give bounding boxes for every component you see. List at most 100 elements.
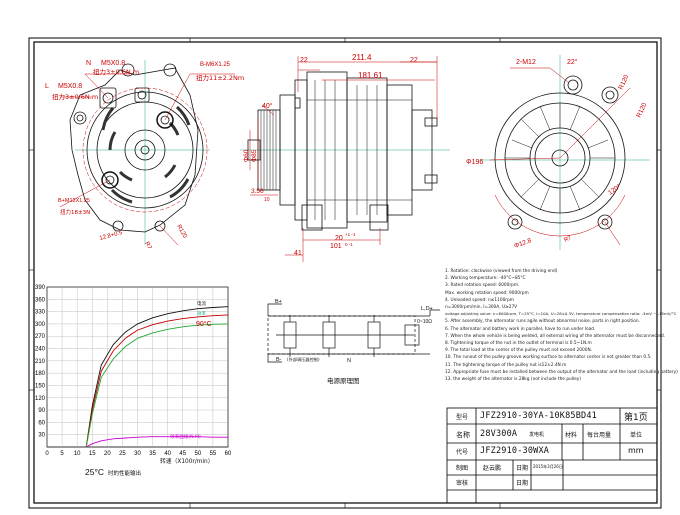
note-3: 3. Rated rotation speed: 6000rpm. bbox=[445, 283, 520, 289]
circuit-l-dplus: L,D+ bbox=[421, 306, 433, 312]
rear-angle: 22° bbox=[567, 58, 578, 66]
chart-x-label: 转速（X100r/min） bbox=[160, 457, 214, 465]
tb-unit: mm bbox=[628, 446, 644, 455]
note-11: 11. The tightening torque of the pulley … bbox=[445, 362, 567, 368]
l-label: L bbox=[45, 83, 49, 90]
rear-r-dim2: R120 bbox=[635, 101, 648, 118]
n-torque: 扭力3±0.6N.m bbox=[93, 67, 139, 76]
tb-label-drawn: 制图 bbox=[456, 465, 469, 472]
chart-x-tick: 40 bbox=[164, 451, 171, 457]
side-dim-41: 41 bbox=[294, 250, 302, 257]
note-2: 2. Working temperature: -40°C~85°C bbox=[445, 276, 526, 282]
tb-label-name: 名称 bbox=[456, 431, 470, 439]
chart-y-tick: 60 bbox=[38, 420, 45, 426]
side-dim-body: 181.61 bbox=[358, 71, 383, 80]
tb-label-unit: 单位 bbox=[630, 432, 643, 439]
circuit-resistor: 0~10Ω bbox=[417, 319, 432, 325]
tb-model: JFZ2910-30YA-10K85BD41 bbox=[480, 411, 597, 421]
front-hole-dim: 12.8+0.5 bbox=[99, 230, 124, 242]
chart-series bbox=[85, 306, 229, 448]
b-minus-thread: B-M6X1.25 bbox=[200, 62, 231, 68]
side-dim-101-tol: 0 -1 bbox=[345, 242, 353, 247]
tb-label-date: 日期 bbox=[516, 465, 529, 472]
chart-legend-current: 电流 bbox=[197, 300, 206, 307]
chart-x-tick: 60 bbox=[225, 451, 232, 457]
note-1: 1. Rotation: clockwise (viewed from the … bbox=[445, 269, 558, 274]
circuit-b-plus: B+ bbox=[275, 299, 282, 305]
circuit-n: N bbox=[347, 358, 351, 364]
chart-x-tick: 35 bbox=[149, 451, 156, 457]
b-plus-torque: 扭力18±3N bbox=[60, 208, 90, 216]
chart-y-tick: 390 bbox=[35, 285, 46, 291]
tb-date: 2015年3月26日 bbox=[533, 464, 563, 469]
rear-thread: 2-M12 bbox=[516, 59, 536, 66]
note-6: 6. The alternator and battery work in pa… bbox=[445, 326, 596, 332]
n-label: N bbox=[86, 60, 91, 67]
title-block bbox=[446, 407, 658, 504]
note-7: 7. When the whole vehicle is being welde… bbox=[445, 333, 666, 339]
note-4b: n=3000rpm/min, I=300A, U≥27V bbox=[445, 305, 518, 311]
chart-y-tick: 240 bbox=[35, 347, 46, 353]
tb-label-date2: 日期 bbox=[516, 480, 529, 487]
rear-angle2: 120° bbox=[607, 182, 623, 196]
chart-x-tick: 10 bbox=[74, 451, 81, 457]
side-dim-356: 3.56 bbox=[251, 188, 264, 195]
chart-x-tick: 15 bbox=[89, 451, 96, 457]
chart-legend-efficiency: 效率 bbox=[197, 310, 206, 317]
chart-efficiency-label: 效率曲线(N.M) bbox=[170, 433, 201, 440]
circuit-external: (外部调压器控制) bbox=[287, 356, 320, 363]
tb-label-material: 材料 bbox=[565, 432, 578, 439]
note-3b: Max. working rotation speed: 9000rpm bbox=[445, 290, 529, 296]
chart-x-tick: 0 bbox=[45, 451, 49, 457]
tb-drawn-by: 赵云鹏 bbox=[483, 465, 502, 472]
note-5: 5. After assembly, the alternator runs a… bbox=[445, 319, 640, 325]
tb-label-code: 代号 bbox=[456, 449, 469, 456]
b-minus-torque: 扭力11±2.2Nm bbox=[196, 73, 244, 82]
tb-name: 28V300A bbox=[480, 429, 518, 439]
note-10: 10. The runout of the pulley groove work… bbox=[445, 355, 652, 361]
chart-line-current bbox=[85, 306, 229, 448]
tb-label-model: 型号 bbox=[456, 414, 469, 421]
chart-y-tick: 300 bbox=[35, 322, 46, 328]
chart-y-tick: 360 bbox=[35, 297, 46, 303]
side-dim-pulley-angle: 40° bbox=[262, 102, 273, 110]
l-thread: M5X0.8 bbox=[58, 83, 82, 90]
chart-y-tick: 270 bbox=[35, 334, 46, 340]
rear-r-dim: R120 bbox=[617, 73, 630, 90]
rear-r-small: R7 bbox=[563, 235, 573, 244]
note-12: 12. Appropriate fuse must be installed b… bbox=[445, 369, 678, 375]
side-dim-101: 101 bbox=[330, 243, 342, 250]
side-dim-top-right: 22 bbox=[410, 57, 418, 64]
side-dim-overall: 211.4 bbox=[352, 53, 372, 62]
chart-y-tick: 210 bbox=[35, 359, 46, 365]
chart-y-tick: 30 bbox=[38, 433, 45, 439]
n-thread: M5X0.8 bbox=[101, 60, 125, 67]
chart-y-tick: 330 bbox=[35, 310, 46, 316]
note-13: 13. the weight of the alternator is 28kg… bbox=[445, 377, 582, 383]
note-9: 9. The total load at the center of the p… bbox=[445, 348, 593, 354]
chart-y-tick: 120 bbox=[35, 396, 46, 402]
tb-page: 第1页 bbox=[624, 413, 648, 423]
side-view-drawing bbox=[240, 71, 450, 231]
rear-dia: Φ196 bbox=[466, 159, 483, 166]
b-plus-thread: B+M12X1.25 bbox=[58, 198, 90, 204]
side-dim-shaft-dia: Φ60 bbox=[243, 149, 250, 162]
chart-x-tick: 25 bbox=[119, 451, 126, 457]
chart-x-tick: 45 bbox=[179, 451, 186, 457]
tb-code: JFZ2910-30WXA bbox=[480, 446, 550, 456]
note-4: 4. Unloaded speed: n≤1100rpm bbox=[445, 297, 514, 303]
side-dim-pulley-dia: Φ85 bbox=[251, 149, 258, 162]
technical-notes: 1. Rotation: clockwise (viewed from the … bbox=[445, 268, 678, 383]
circuit-title: 电源原理图 bbox=[327, 376, 360, 385]
note-voltage: voltage adjusting value: n=6000rpm, T=25… bbox=[445, 312, 677, 317]
front-r-small: R7 bbox=[143, 241, 152, 251]
l-torque: 扭力3±0.6N.m bbox=[52, 92, 98, 101]
chart-x-tick: 30 bbox=[134, 451, 141, 457]
tb-label-qty: 每台用量 bbox=[587, 432, 612, 439]
chart-y-tick: 180 bbox=[35, 371, 46, 377]
note-8: 8. Tightening torque of the nut in the o… bbox=[445, 341, 592, 347]
chart-x-tick: 55 bbox=[210, 451, 217, 457]
